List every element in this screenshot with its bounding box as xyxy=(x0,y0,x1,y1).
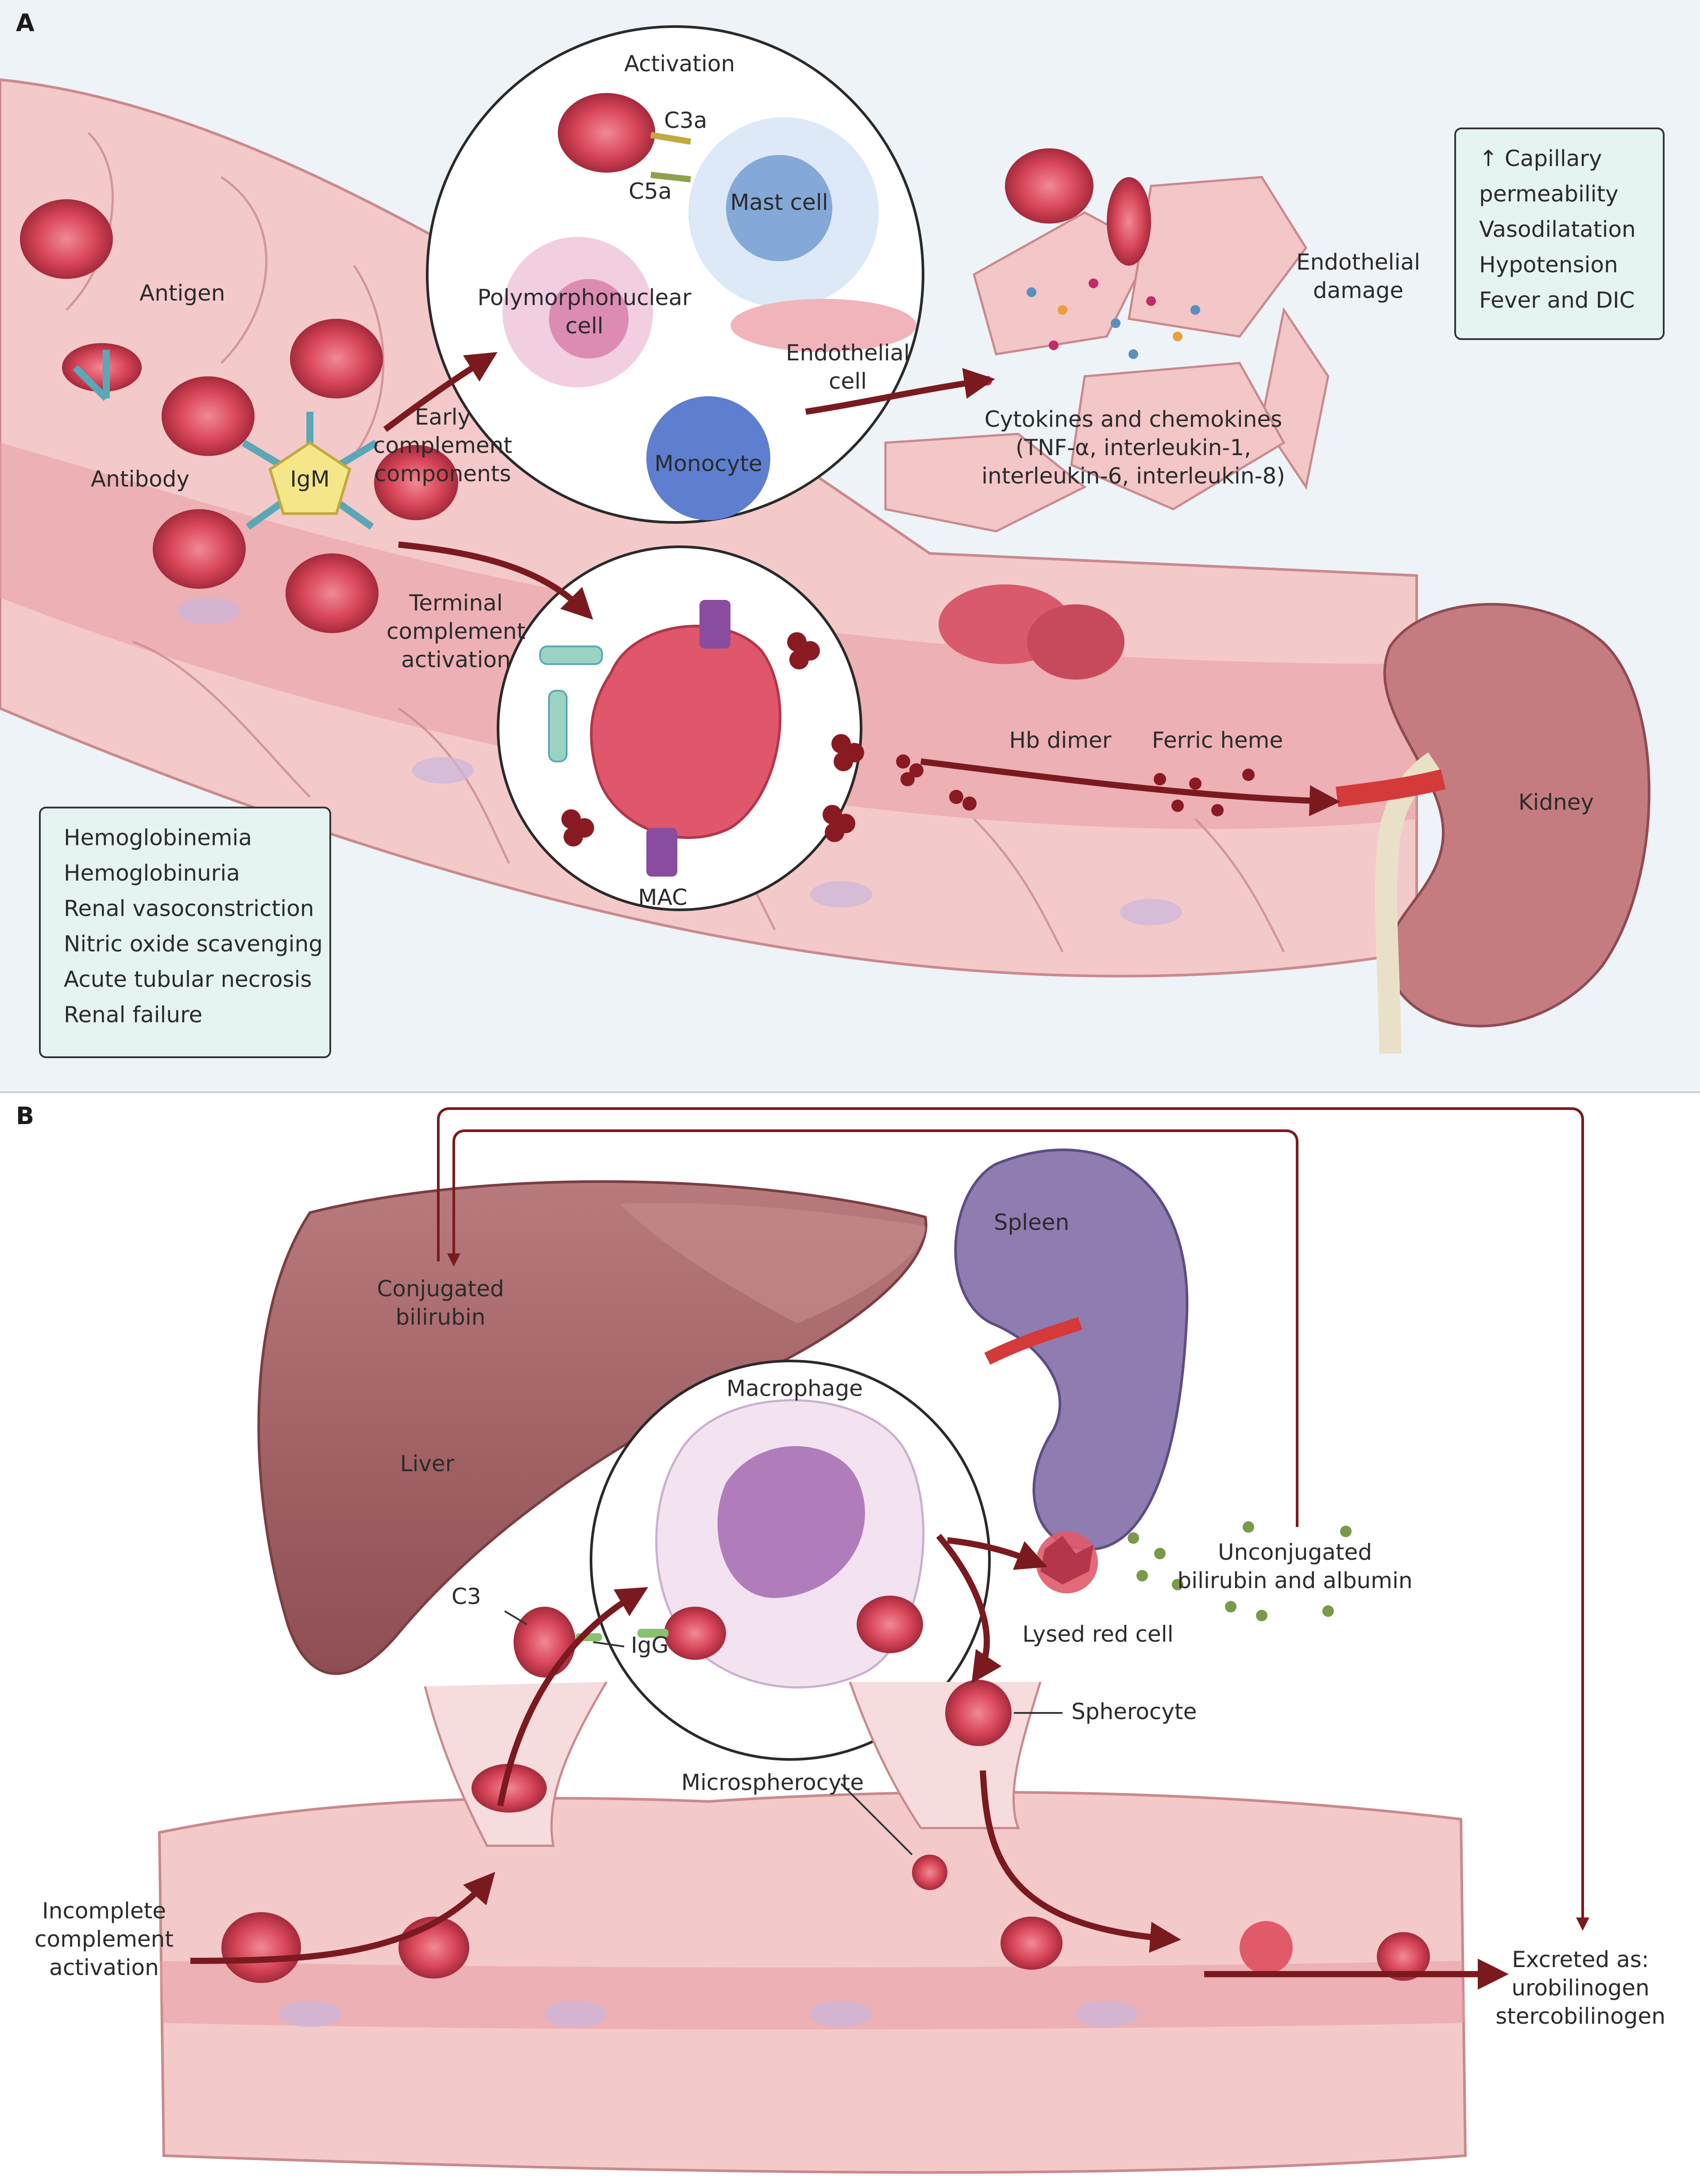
renal-effect-item: Nitric oxide scavenging xyxy=(64,931,323,957)
mac-inset xyxy=(497,545,864,911)
arrows-a xyxy=(383,352,1341,816)
label-endothelial-cell: Endothelial cell xyxy=(786,340,910,394)
label-terminal-complement: Terminal complement activation xyxy=(386,590,525,673)
systemic-effect-item: Fever and DIC xyxy=(1479,287,1635,313)
label-c3: C3 xyxy=(452,1584,481,1609)
lysed-red-cell xyxy=(1036,1531,1098,1593)
arrows-b xyxy=(190,1534,1509,1990)
panel-a: A Activation C3a C5a Mast cell Antigen P… xyxy=(0,0,1700,1093)
label-early-complement: Early complement components xyxy=(373,404,512,487)
label-lysed-red-cell: Lysed red cell xyxy=(1022,1621,1174,1647)
label-excreted: Excreted as: urobilinogen stercobilinoge… xyxy=(1495,1947,1665,2029)
label-kidney: Kidney xyxy=(1518,789,1594,815)
systemic-effect-item: Hypotension xyxy=(1479,252,1618,278)
label-c3a: C3a xyxy=(664,108,707,133)
panel-b: B Conjugated bilirubin Spleen Macrophage… xyxy=(0,1093,1700,2184)
panel-b-illustration xyxy=(158,1107,1589,2174)
label-igg: IgG xyxy=(631,1632,669,1658)
label-ferric-heme: Ferric heme xyxy=(1151,727,1283,753)
label-spleen: Spleen xyxy=(993,1210,1070,1235)
activation-inset xyxy=(426,25,924,524)
label-monocyte: Monocyte xyxy=(654,451,762,476)
label-microspherocyte: Microspherocyte xyxy=(681,1770,864,1795)
label-mast-cell: Mast cell xyxy=(730,189,828,215)
systemic-effect-item: Vasodilatation xyxy=(1479,216,1636,242)
label-cytokines: Cytokines and chemokines (TNF-α, interle… xyxy=(981,406,1285,489)
label-endothelial-damage: Endothelial damage xyxy=(1296,249,1420,303)
label-hb-dimer: Hb dimer xyxy=(1009,727,1112,753)
sinusoid-cells xyxy=(221,1607,1430,1983)
liver-organ xyxy=(257,1180,927,1675)
label-polymorphonuclear-cell: Polymorphonuclear cell xyxy=(477,285,692,339)
spleen-organ xyxy=(954,1148,1189,1551)
endothelial-fragments xyxy=(884,176,1329,533)
label-c5a: C5a xyxy=(629,178,672,204)
label-mac: MAC xyxy=(638,885,688,910)
panel-b-letter: B xyxy=(16,1102,35,1130)
renal-effect-item: Renal vasoconstriction xyxy=(64,896,314,921)
label-unconjugated-bilirubin: Unconjugated bilirubin and albumin xyxy=(1177,1539,1413,1593)
label-conjugated-bilirubin: Conjugated bilirubin xyxy=(377,1276,504,1330)
systemic-effect-item: ↑ Capillary xyxy=(1479,146,1602,171)
igm-core xyxy=(268,441,352,515)
label-macrophage: Macrophage xyxy=(726,1376,863,1401)
renal-effect-item: Hemoglobinemia xyxy=(64,825,252,850)
bilirubin-routes xyxy=(437,1107,1589,1931)
label-antigen: Antigen xyxy=(139,280,225,306)
label-incomplete-complement: Incomplete complement activation xyxy=(35,1898,174,1980)
macrophage-inset xyxy=(590,1360,991,1761)
hb-dimer-cluster xyxy=(896,584,1255,816)
leader-lines xyxy=(504,1610,1062,1855)
renal-effect-item: Renal failure xyxy=(64,1002,203,1028)
label-liver: Liver xyxy=(400,1451,455,1477)
kidney-organ xyxy=(1336,603,1650,1054)
label-spherocyte: Spherocyte xyxy=(1071,1699,1197,1724)
panel-a-letter: A xyxy=(16,9,35,37)
renal-effect-item: Acute tubular necrosis xyxy=(64,966,312,992)
renal-effect-item: Hemoglobinuria xyxy=(64,860,240,886)
label-activation: Activation xyxy=(624,51,735,77)
panel-a-illustration xyxy=(0,25,1650,1054)
systemic-effect-item: permeability xyxy=(1479,181,1619,207)
label-antibody: Antibody xyxy=(91,466,190,492)
label-igm: IgM xyxy=(290,466,330,492)
